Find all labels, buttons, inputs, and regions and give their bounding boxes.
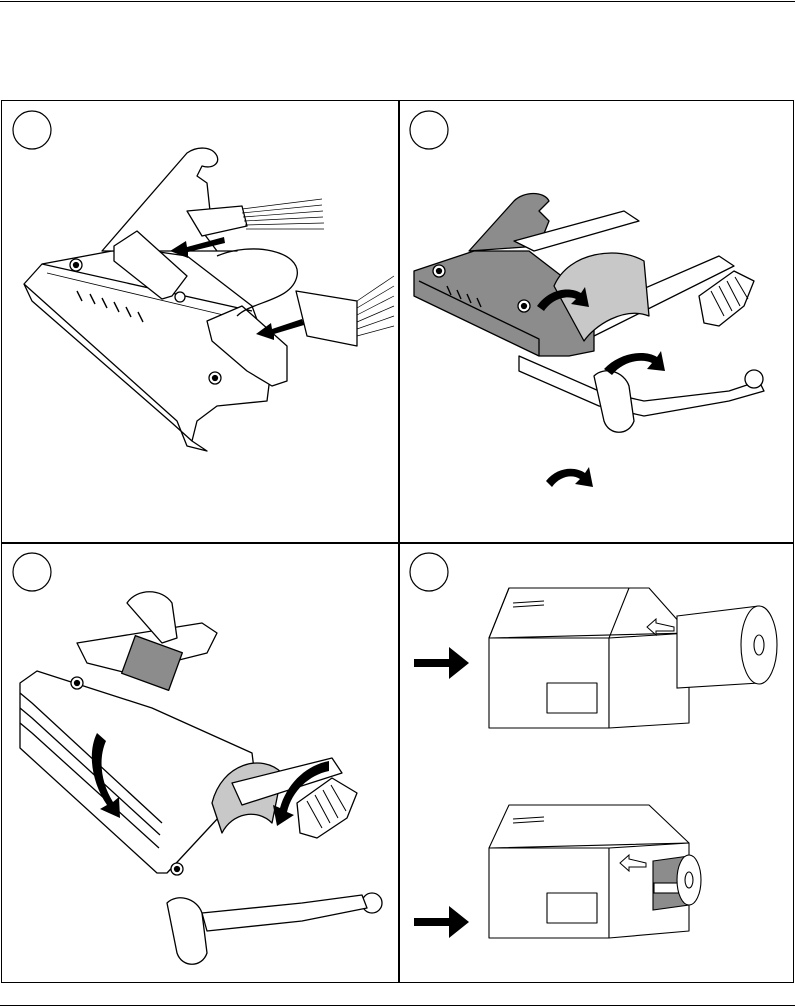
- lower-cable-wires: [357, 276, 394, 336]
- step-4-illustration: [399, 543, 794, 983]
- curved-arrow-icon: [546, 467, 593, 487]
- step-3-illustration: [2, 543, 397, 983]
- printhead-illustration: [414, 194, 764, 433]
- step-marker-icon: [13, 553, 51, 591]
- printer-box-illustration: [489, 588, 689, 728]
- step-1-illustration: [2, 101, 397, 541]
- bottom-rule: [0, 1005, 795, 1006]
- top-rule: [0, 1, 795, 2]
- step-marker-icon: [410, 553, 448, 591]
- step-panel-4: [399, 543, 794, 983]
- paper-roll-illustration: [677, 606, 777, 688]
- step-marker-icon: [13, 111, 51, 149]
- step-panel-3: [2, 543, 397, 983]
- step-2-illustration: [399, 101, 794, 541]
- upper-cable-wires: [242, 199, 324, 229]
- curved-arrow-icon: [604, 351, 665, 375]
- arrow-icon: [414, 906, 469, 938]
- step-panel-2: [399, 101, 794, 541]
- printhead-illustration: [24, 148, 357, 451]
- arrow-icon: [414, 647, 469, 679]
- ribbon-roll-illustration: [653, 855, 701, 910]
- illustration-grid: [1, 100, 794, 983]
- step-panel-1: [2, 101, 397, 541]
- printhead-illustration: [20, 592, 382, 965]
- step-marker-icon: [410, 111, 448, 149]
